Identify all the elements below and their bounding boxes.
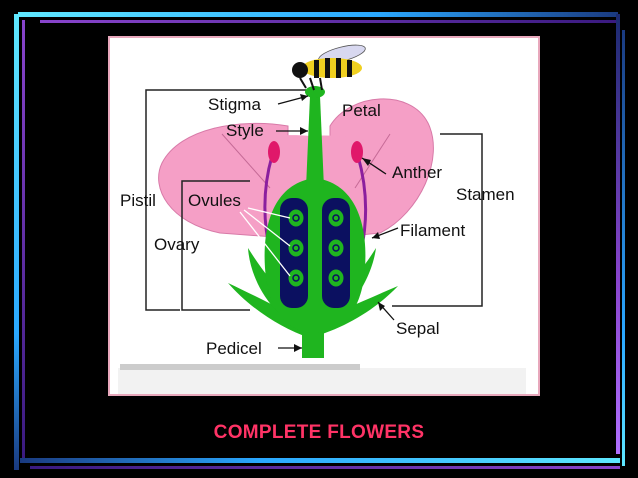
right-bar-purple: [616, 14, 620, 454]
label-ovules: Ovules: [188, 191, 241, 210]
top-bar-purple: [40, 20, 618, 23]
stigma: [305, 86, 325, 98]
label-anther: Anther: [392, 163, 442, 182]
bottom-bar-cyan: [20, 458, 620, 463]
label-stamen: Stamen: [456, 185, 515, 204]
bottom-bar-purple: [30, 466, 620, 469]
ovule: [327, 208, 345, 228]
ovule: [287, 238, 305, 258]
label-sepal: Sepal: [396, 319, 439, 338]
label-stigma: Stigma: [208, 95, 261, 114]
bee-illustration: [292, 44, 366, 91]
petal-vein-left: [221, 133, 271, 189]
label-style: Style: [226, 121, 264, 140]
anther-left: [268, 141, 280, 163]
left-bar-purple: [22, 20, 25, 460]
ovule: [287, 268, 305, 288]
diagram-frame: Stigma Style Petal Anther Stamen Pistil …: [108, 36, 540, 396]
anther-right: [351, 141, 363, 163]
flower-diagram: Stigma Style Petal Anther Stamen Pistil …: [118, 44, 526, 394]
label-ovary: Ovary: [154, 235, 200, 254]
label-pedicel: Pedicel: [206, 339, 262, 358]
label-filament: Filament: [400, 221, 465, 240]
label-petal: Petal: [342, 101, 381, 120]
ovary-bracket: [181, 180, 250, 311]
pistil-bracket: [145, 89, 306, 311]
stamen-bracket: [392, 133, 483, 307]
slide-caption: COMPLETE FLOWERS: [213, 422, 425, 443]
ovule: [287, 208, 305, 228]
arrowheads: [294, 94, 385, 352]
bottom-strip: [118, 368, 526, 394]
petal-vein-right: [354, 133, 391, 189]
left-bar-cyan: [14, 14, 19, 470]
ovary-divider: [309, 188, 321, 323]
ovules-pointers: [239, 207, 291, 277]
label-pistil: Pistil: [120, 191, 156, 210]
style: [306, 96, 324, 188]
top-bar-cyan: [18, 12, 618, 17]
cut-off-caption: [120, 364, 360, 370]
ovule: [327, 238, 345, 258]
right-bar-cyan: [622, 30, 625, 466]
ovule: [327, 268, 345, 288]
ovules: [287, 208, 345, 288]
